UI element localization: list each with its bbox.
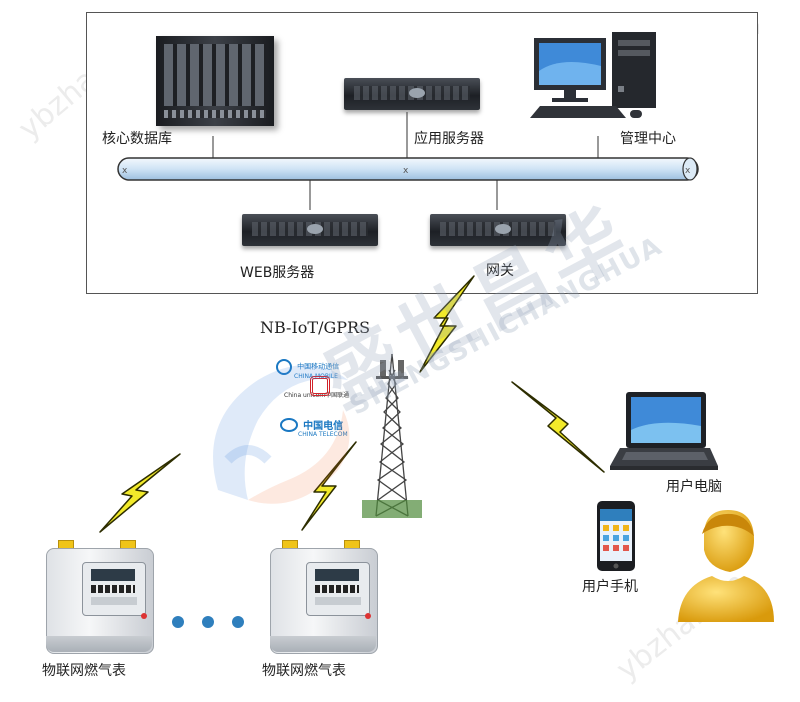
web-server-icon	[242, 214, 378, 246]
lightning-bolt-icon-meter-1	[99, 453, 181, 533]
svg-text:x: x	[122, 166, 128, 176]
network-bus-pipe: x x x	[117, 112, 699, 210]
label-app-server: 应用服务器	[414, 131, 484, 147]
cell-tower-icon	[362, 353, 422, 518]
label-gas-meter-1: 物联网燃气表	[42, 663, 126, 679]
brand-logo-watermark	[213, 365, 350, 504]
lightning-bolt-icon-meter-2	[301, 441, 357, 531]
label-web-server: WEB服务器	[240, 265, 315, 281]
smartphone-icon	[597, 501, 635, 571]
ellipsis-dot-1	[172, 616, 184, 628]
ellipsis-dot-2	[202, 616, 214, 628]
carrier-china-telecom: 中国电信 CHINA TELECOM	[280, 414, 360, 438]
carrier-china-unicom: China unicom中国联通	[284, 376, 354, 399]
lightning-bolt-icon-users	[511, 381, 605, 473]
label-gas-meter-2: 物联网燃气表	[262, 663, 346, 679]
label-user-computer: 用户电脑	[666, 479, 722, 495]
gas-meter-1-icon	[46, 540, 154, 654]
label-gateway: 网关	[486, 263, 514, 279]
china-unicom-logo-icon	[310, 376, 330, 396]
app-server-icon	[344, 78, 480, 110]
label-network-type: NB-IoT/GPRS	[260, 318, 371, 337]
china-mobile-logo-icon	[276, 358, 292, 375]
label-user-phone: 用户手机	[582, 579, 638, 595]
laptop-icon	[610, 392, 718, 470]
gateway-server-icon	[430, 214, 566, 246]
china-mobile-name: 中国移动通信	[297, 363, 339, 371]
lightning-bolt-icon-gateway	[419, 275, 475, 373]
china-telecom-logo-icon	[280, 417, 298, 432]
label-management-center: 管理中心	[620, 131, 676, 147]
user-person-icon	[678, 510, 774, 622]
svg-text:x: x	[685, 166, 691, 176]
china-telecom-name: 中国电信	[303, 421, 344, 432]
china-telecom-name-en: CHINA TELECOM	[298, 431, 348, 438]
gas-meter-2-icon	[270, 540, 378, 654]
ellipsis-dot-3	[232, 616, 244, 628]
core-database-server-icon	[156, 36, 274, 126]
management-pc-icon	[530, 32, 656, 118]
label-core-database: 核心数据库	[102, 131, 172, 147]
svg-text:x: x	[403, 166, 409, 176]
